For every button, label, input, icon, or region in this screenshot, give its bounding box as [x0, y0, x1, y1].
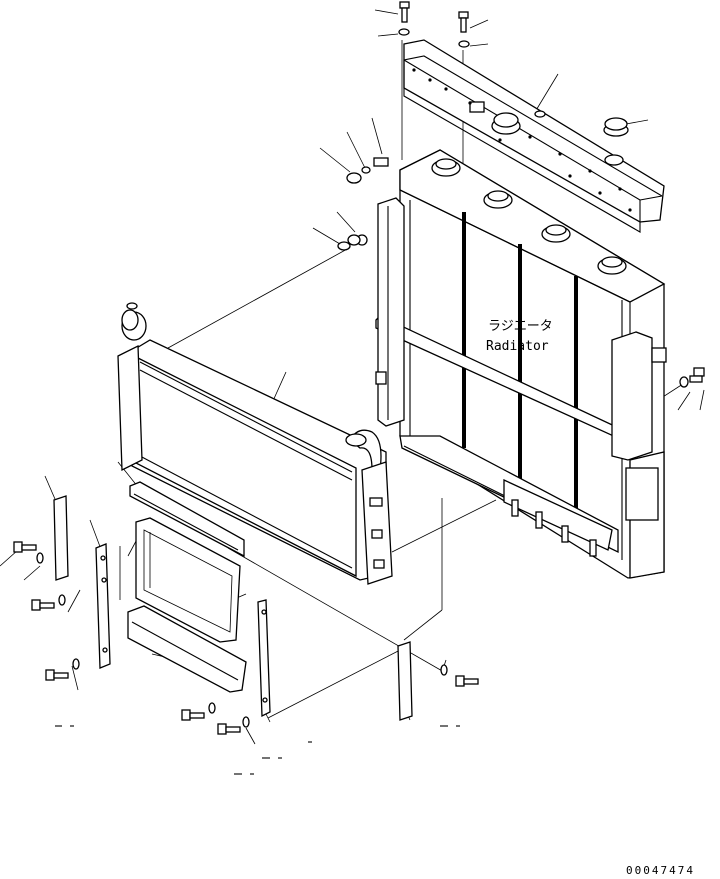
drawing-code: 00047474: [626, 864, 695, 877]
label-marks: [55, 725, 460, 775]
radiator-label-en: Radiator: [486, 339, 549, 354]
radiator-core: [337, 149, 667, 579]
fasteners: [13, 367, 705, 735]
radiator-label-jp: ラジエータ: [488, 319, 553, 334]
aftercooler: [117, 302, 393, 585]
lower-brackets: [53, 481, 413, 721]
top-cover: [403, 39, 665, 233]
top-bolts: [398, 1, 470, 48]
